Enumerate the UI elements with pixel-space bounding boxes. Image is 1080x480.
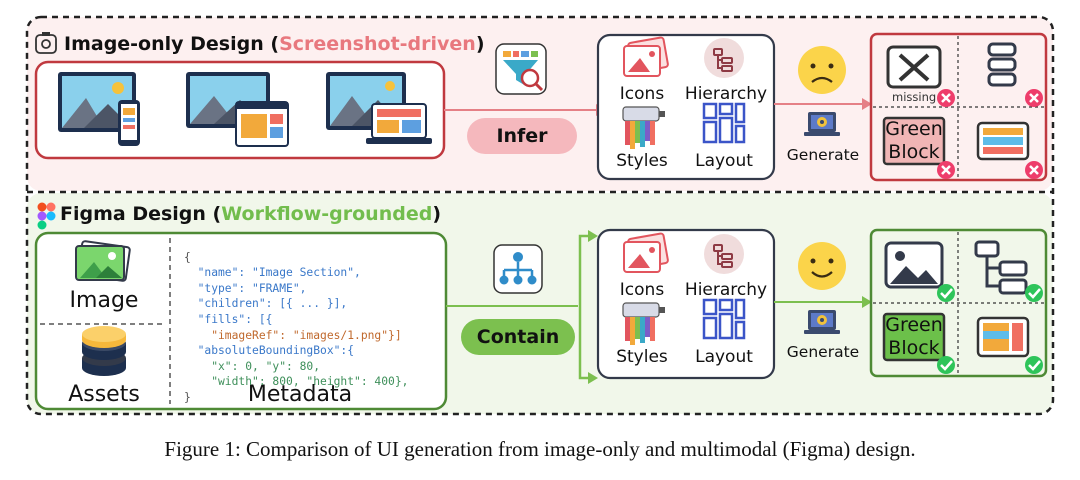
landscape-laptop-icon: [326, 72, 432, 144]
sad-face-icon: [798, 46, 846, 94]
wrong-hierarchy-icon: [987, 42, 1017, 87]
bottom-layout-label: Layout: [695, 347, 753, 367]
code-line: }: [184, 390, 191, 404]
paint-roller-icon: [622, 302, 665, 345]
database-stack-icon: [82, 326, 126, 376]
laptop-gear-icon: [804, 310, 840, 334]
correct-image-icon: [884, 241, 944, 289]
bottom-title-main: Figma Design (: [60, 203, 222, 225]
error-x-icon: [1025, 89, 1043, 107]
bottom-green-block-label: Green Block: [885, 314, 943, 359]
check-icon: [1025, 284, 1043, 302]
image-label: Image: [69, 288, 139, 313]
correct-green-block: [882, 312, 946, 362]
top-layout-label: Layout: [695, 151, 753, 171]
top-section-title: Image-only Design (Screenshot-driven): [64, 33, 485, 55]
bottom-generate-arrow-head: [862, 296, 872, 308]
top-title-close: ): [475, 33, 485, 55]
top-generate-label: Generate: [786, 146, 860, 164]
check-icon: [1025, 356, 1043, 374]
metadata-code-block: { "name": "Image Section", "type": "FRAM…: [184, 234, 408, 421]
laptop-gear-icon: [804, 112, 840, 136]
code-line: {: [184, 250, 191, 264]
metadata-label: Metadata: [247, 382, 353, 407]
hierarchy-icon: [704, 38, 744, 78]
filter-search-icon: [495, 43, 547, 95]
wrong-layout-icon: [976, 121, 1030, 161]
bottom-generate-label: Generate: [786, 343, 860, 361]
code-line: "x": 0, "y": 80,: [184, 359, 321, 373]
top-icons-label: Icons: [619, 84, 665, 104]
layout-icon: [702, 102, 746, 144]
check-icon: [937, 356, 955, 374]
bottom-bracket: [578, 234, 588, 380]
workflow-tree-icon: [493, 244, 543, 294]
camera-icon: [35, 32, 57, 54]
landscape-window-icon: [186, 72, 289, 147]
top-title-main: Image-only Design (: [64, 33, 280, 55]
figure-caption: Figure 1: Comparison of UI generation fr…: [164, 437, 916, 461]
top-hierarchy-label: Hierarchy: [684, 84, 768, 104]
bottom-icons-label: Icons: [619, 280, 665, 300]
assets-label: Assets: [68, 382, 140, 407]
wrong-green-block: [882, 116, 946, 166]
correct-hierarchy-icon: [974, 240, 1028, 295]
code-line: "fills": [{: [184, 312, 273, 326]
top-styles-label: Styles: [616, 151, 668, 171]
code-line: "children": [{ ... }],: [184, 297, 348, 311]
diagram-canvas: [25, 15, 1055, 416]
code-line: "type": "FRAME",: [184, 281, 307, 295]
contain-pill: Contain: [461, 319, 575, 355]
landscape-phone-icon: [58, 72, 140, 146]
hierarchy-icon: [704, 234, 744, 274]
infer-pill: Infer: [467, 118, 577, 154]
figma-input-box: [34, 231, 448, 411]
correct-layout-icon: [976, 316, 1030, 358]
bottom-section-title: Figma Design (Workflow-grounded): [60, 203, 441, 225]
image-cards-icon: [623, 36, 669, 77]
happy-face-icon: [798, 242, 846, 290]
error-x-icon: [937, 161, 955, 179]
photo-stack-icon: [75, 240, 131, 282]
image-cards-icon: [623, 232, 669, 273]
code-line: "name": "Image Section",: [184, 266, 361, 280]
layout-icon: [702, 298, 746, 340]
missing-image-icon: [886, 45, 942, 89]
outer-dashed-frame: [25, 15, 1055, 416]
error-x-icon: [937, 89, 955, 107]
top-generate-arrow-head: [862, 98, 872, 110]
bottom-hierarchy-label: Hierarchy: [684, 280, 768, 300]
paint-roller-icon: [622, 106, 665, 149]
code-line: "absoluteBoundingBox":{: [184, 344, 355, 358]
bottom-title-paren: Workflow-grounded: [221, 203, 433, 225]
top-title-paren: Screenshot-driven: [279, 33, 476, 55]
figma-icon: [37, 202, 56, 230]
error-x-icon: [1025, 161, 1043, 179]
bottom-title-close: ): [432, 203, 441, 225]
top-green-block-label: Green Block: [885, 118, 943, 163]
bottom-styles-label: Styles: [616, 347, 668, 367]
missing-label: missing: [892, 90, 937, 104]
check-icon: [937, 284, 955, 302]
code-line: "width": 800, "height": 400},: [184, 375, 409, 389]
code-line: "imageRef": "images/1.png"}]: [184, 328, 402, 342]
